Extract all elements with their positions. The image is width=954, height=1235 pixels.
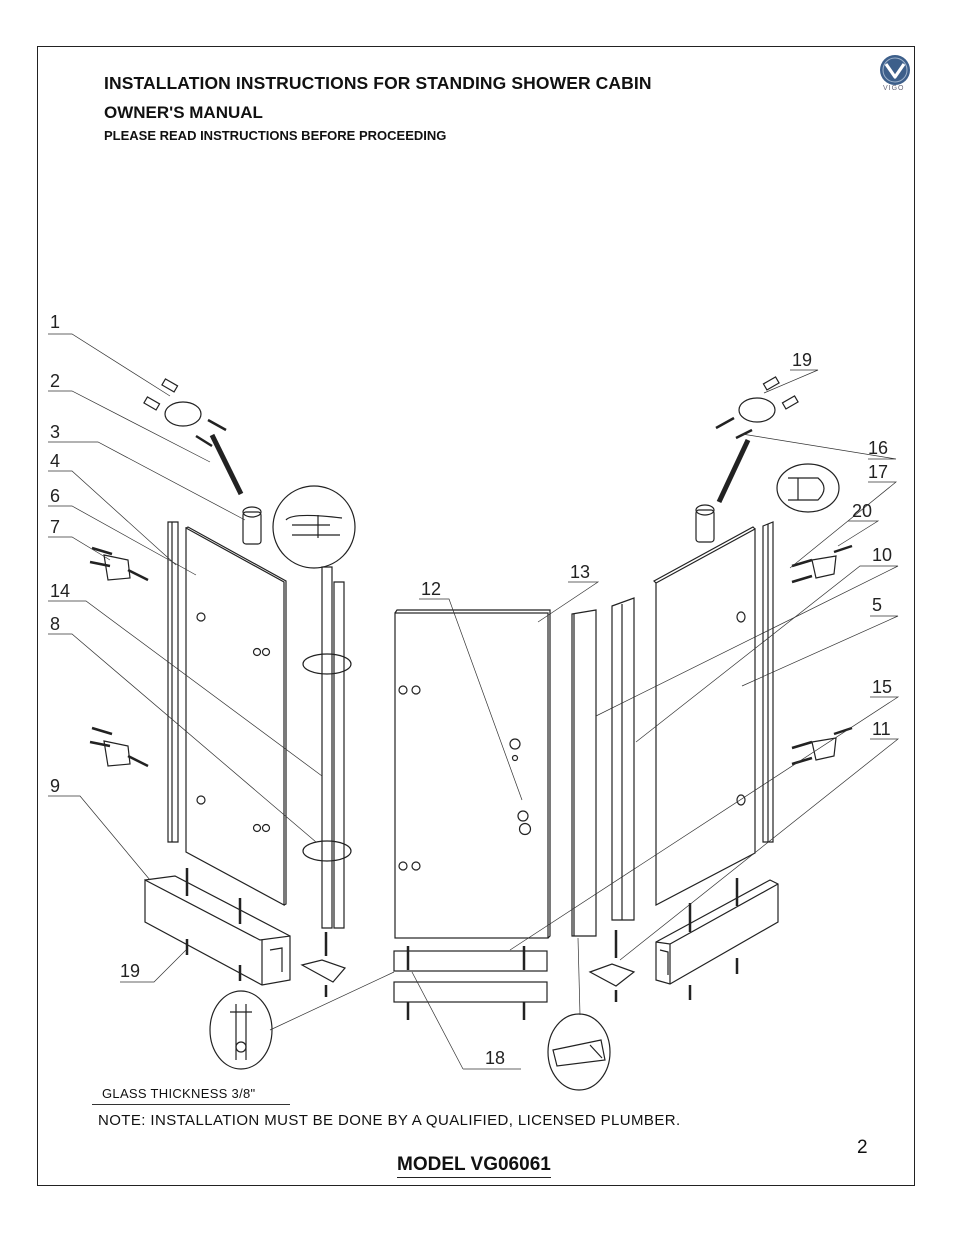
callout-9: 9 — [50, 776, 60, 796]
callout-5: 5 — [872, 595, 882, 615]
wall-bracket-top-left — [143, 378, 227, 448]
support-rod-right — [716, 438, 751, 504]
callout-8: 8 — [50, 614, 60, 634]
wall-profile-right — [762, 521, 774, 843]
screws-left — [185, 868, 328, 997]
center-door-panel — [394, 609, 551, 939]
door-hinge-profile-right — [611, 597, 635, 921]
callout-20: 20 — [852, 501, 872, 521]
screws-right — [614, 878, 739, 1002]
seal-detail-bottom-right — [547, 1013, 611, 1091]
screws-center — [406, 946, 526, 1020]
model-number: MODEL VG06061 — [397, 1154, 551, 1178]
page-title: INSTALLATION INSTRUCTIONS FOR STANDING S… — [104, 73, 652, 93]
wall-profile-left — [167, 521, 179, 843]
glass-clamp-left-upper — [89, 546, 149, 582]
callout-10: 10 — [872, 545, 892, 565]
callout-13: 13 — [570, 562, 590, 582]
callout-7: 7 — [50, 517, 60, 537]
seal-detail-bottom-left — [209, 990, 273, 1070]
rod-clamp-left — [242, 506, 262, 545]
glass-clamp-right-lower — [791, 726, 853, 766]
glass-note-underline — [92, 1104, 290, 1105]
seal-detail-top-left — [272, 485, 356, 569]
callout-19-right: 19 — [792, 350, 812, 370]
logo-text: VIGO — [883, 85, 905, 92]
glass-panel-left — [185, 526, 287, 907]
callout-14: 14 — [50, 581, 70, 601]
callout-16: 16 — [868, 438, 888, 458]
support-rod-left — [209, 433, 244, 496]
corner-connector-right — [588, 963, 636, 987]
callout-4: 4 — [50, 451, 60, 471]
callout-11: 11 — [872, 719, 891, 739]
corner-connector-left — [300, 959, 347, 983]
callout-12: 12 — [421, 579, 441, 599]
glass-thickness-note: GLASS THICKNESS 3/8" — [102, 1086, 256, 1101]
callout-1: 1 — [50, 312, 60, 332]
base-track-right — [655, 879, 779, 985]
callout-19-left: 19 — [120, 961, 140, 981]
door-bottom-sweep — [393, 950, 548, 1003]
callout-3: 3 — [50, 422, 60, 442]
glass-clamp-left-lower — [89, 726, 149, 768]
callout-18: 18 — [485, 1048, 505, 1068]
door-hinge-profile-left — [302, 566, 352, 929]
callout-6: 6 — [50, 486, 60, 506]
wall-bracket-top-right — [715, 376, 799, 440]
callout-17: 17 — [868, 462, 888, 482]
page-border — [37, 46, 915, 1186]
plumber-note: NOTE: INSTALLATION MUST BE DONE BY A QUA… — [98, 1112, 681, 1129]
callout-leader-lines — [48, 333, 900, 1070]
read-instructions-notice: PLEASE READ INSTRUCTIONS BEFORE PROCEEDI… — [104, 128, 447, 143]
page-number: 2 — [857, 1137, 868, 1158]
callout-15: 15 — [872, 677, 892, 697]
callout-2: 2 — [50, 371, 60, 391]
base-track-left — [144, 875, 291, 986]
manual-subtitle: OWNER'S MANUAL — [104, 103, 263, 122]
glass-clamp-right-upper — [791, 544, 853, 584]
vigo-logo-icon — [880, 55, 910, 85]
magnetic-strip-right — [571, 609, 597, 937]
seal-detail-top-right — [776, 463, 840, 513]
rod-clamp-right — [695, 504, 715, 543]
